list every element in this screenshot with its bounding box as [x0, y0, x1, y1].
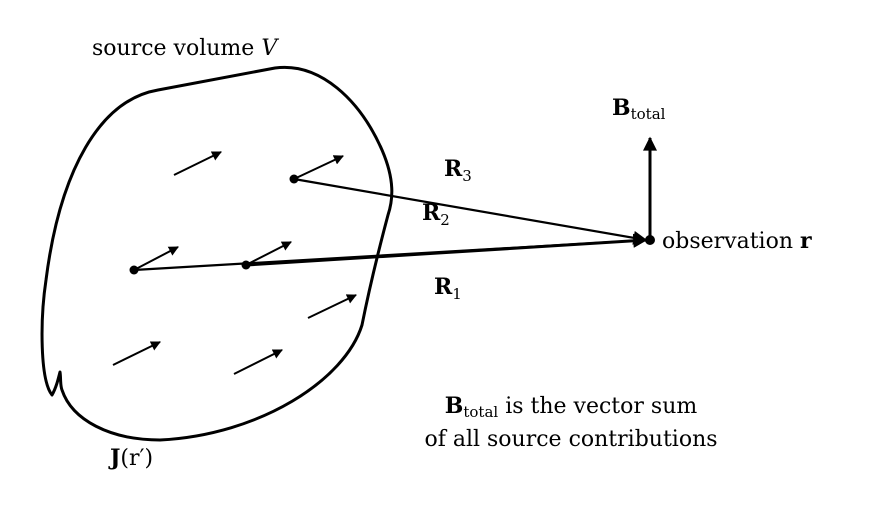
summary-note-line1: Btotal is the vector sum — [445, 393, 698, 421]
source-point — [241, 260, 251, 270]
current-arrow — [293, 155, 344, 180]
r3-label: R3 — [444, 156, 472, 185]
source-volume-label: source volume V — [92, 36, 279, 61]
current-density-arrows — [112, 151, 357, 375]
source-point — [289, 174, 299, 184]
separation-vectors — [133, 177, 648, 272]
current-arrow — [112, 341, 161, 366]
b-total-label: Btotal — [612, 95, 666, 123]
current-arrow — [173, 151, 222, 176]
vector-r3 — [293, 177, 648, 245]
current-arrow — [233, 349, 283, 375]
current-arrow — [307, 294, 357, 319]
current-density-label: J(r′) — [108, 445, 153, 471]
vector-r2 — [245, 233, 648, 267]
summary-note-line2: of all source contributions — [424, 427, 717, 452]
r1-label: R1 — [434, 274, 462, 303]
current-arrow — [245, 241, 292, 266]
source-point — [129, 265, 139, 275]
observation-label: observation r — [662, 228, 812, 254]
r2-label: R2 — [422, 200, 450, 229]
source-volume-outline — [40, 65, 394, 442]
current-arrow — [133, 246, 179, 271]
